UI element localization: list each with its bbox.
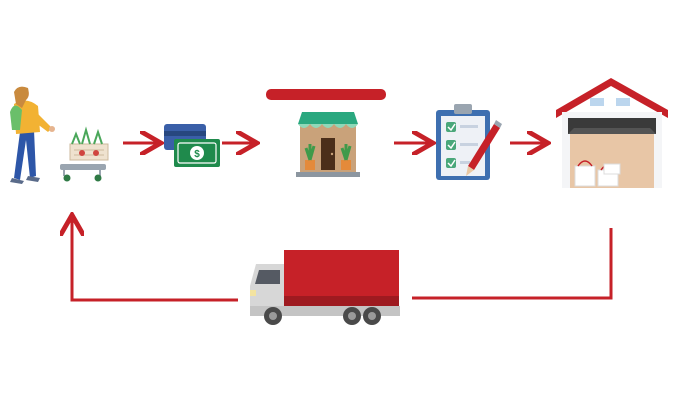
card-and-cash-icon: $ — [164, 124, 220, 167]
storefront-icon — [266, 89, 386, 177]
dollar-icon: $ — [194, 149, 200, 160]
pencil-icon — [466, 120, 502, 176]
clipboard-checklist-icon — [436, 104, 502, 180]
delivery-truck-icon — [250, 250, 400, 325]
shopping-bags — [574, 160, 621, 187]
flow-path-delivery-to-shopper — [72, 218, 238, 302]
flow-path-warehouse-to-delivery — [412, 228, 613, 300]
cart-icon — [60, 126, 109, 182]
shopper-cart-icon — [10, 86, 109, 184]
warehouse-icon — [556, 78, 668, 188]
checklist-items — [446, 122, 478, 168]
